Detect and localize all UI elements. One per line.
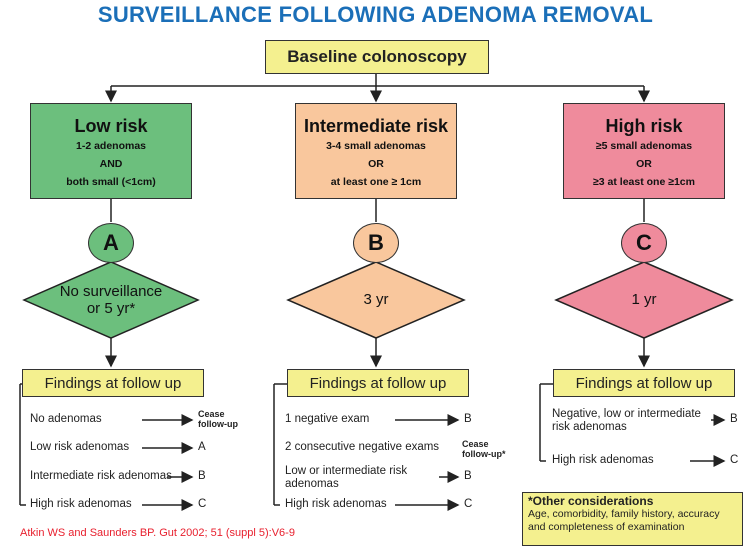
high-finding-1-line2: risk adenomas xyxy=(552,421,627,433)
other-considerations-heading: *Other considerations xyxy=(528,494,654,508)
int-finding-1-dest: B xyxy=(464,413,472,425)
high-finding-1: Negative, low or intermediate risk adeno… xyxy=(552,408,701,434)
high-risk-decision: 1 yr xyxy=(631,291,657,308)
low-finding-4-dest: C xyxy=(198,498,207,510)
int-finding-3: Low or intermediate risk adenomas xyxy=(285,465,407,491)
low-finding-2: Low risk adenomas xyxy=(30,441,130,453)
int-finding-2-dest-line1: Cease xyxy=(462,439,489,449)
high-finding-2: High risk adenomas xyxy=(552,454,654,466)
low-finding-1-dest: Cease follow-up xyxy=(198,409,238,429)
decision-diamond-intermediate xyxy=(286,261,466,339)
low-finding-1: No adenomas xyxy=(30,413,102,425)
int-finding-2-dest-line2: follow-up* xyxy=(462,449,506,459)
int-finding-2: 2 consecutive negative exams xyxy=(285,441,440,453)
low-risk-line2: AND xyxy=(99,158,123,170)
low-finding-1-dest-line1: Cease xyxy=(198,409,225,419)
intermediate-risk-decision: 3 yr xyxy=(363,291,389,308)
intermediate-risk-line1: 3-4 small adenomas xyxy=(326,140,426,152)
diagram-title: SURVEILLANCE FOLLOWING ADENOMA REMOVAL xyxy=(97,2,654,27)
high-risk-line2: OR xyxy=(636,158,652,170)
intermediate-risk-box: Intermediate risk 3-4 small adenomas OR … xyxy=(295,103,457,199)
low-findings-box: Findings at follow up xyxy=(22,369,204,397)
low-finding-4: High risk adenomas xyxy=(30,498,132,510)
int-finding-1: 1 negative exam xyxy=(285,413,370,425)
high-risk-line3: ≥3 at least one ≥1cm xyxy=(593,176,695,188)
int-finding-2-dest: Cease follow-up* xyxy=(462,439,506,459)
int-finding-3-dest: B xyxy=(464,470,472,482)
high-finding-1-dest: B xyxy=(730,413,738,425)
int-finding-3-line1: Low or intermediate risk xyxy=(285,465,408,477)
int-finding-4: High risk adenomas xyxy=(285,498,387,510)
int-finding-4-dest: C xyxy=(464,498,473,510)
low-risk-decision-line1: No surveillance xyxy=(59,283,163,300)
low-risk-line1: 1-2 adenomas xyxy=(75,140,147,152)
intermediate-findings-box: Findings at follow up xyxy=(287,369,469,397)
high-finding-1-line1: Negative, low or intermediate xyxy=(552,408,701,420)
high-risk-letter-circle: C xyxy=(621,223,667,263)
decision-diamond-low xyxy=(22,261,200,339)
other-considerations-line2: and completeness of examination xyxy=(528,521,685,533)
low-finding-3: Intermediate risk adenomas xyxy=(30,470,172,482)
high-finding-2-dest: C xyxy=(730,454,739,466)
low-risk-heading: Low risk xyxy=(74,116,148,136)
low-finding-3-dest: B xyxy=(198,470,206,482)
low-risk-letter-circle: A xyxy=(88,223,134,263)
intermediate-risk-letter-circle: B xyxy=(353,223,399,263)
high-risk-heading: High risk xyxy=(605,116,683,136)
low-risk-line3: both small (<1cm) xyxy=(66,176,156,188)
low-finding-1-dest-line2: follow-up xyxy=(198,419,238,429)
decision-diamond-high xyxy=(554,261,734,339)
citation: Atkin WS and Saunders BP. Gut 2002; 51 (… xyxy=(20,527,295,539)
other-considerations-box: *Other considerations Age, comorbidity, … xyxy=(522,492,743,546)
other-considerations-line1: Age, comorbidity, family history, accura… xyxy=(528,508,720,520)
intermediate-risk-line2: OR xyxy=(368,158,384,170)
high-risk-box: High risk ≥5 small adenomas OR ≥3 at lea… xyxy=(563,103,725,199)
high-findings-box: Findings at follow up xyxy=(553,369,735,397)
low-finding-2-dest: A xyxy=(198,441,206,453)
low-risk-box: Low risk 1-2 adenomas AND both small (<1… xyxy=(30,103,192,199)
low-risk-decision-line2: or 5 yr* xyxy=(86,300,136,317)
baseline-colonoscopy-box: Baseline colonoscopy xyxy=(265,40,489,74)
low-risk-decision: No surveillance or 5 yr* xyxy=(31,283,191,317)
intermediate-risk-line3: at least one ≥ 1cm xyxy=(330,176,422,188)
int-finding-3-line2: adenomas xyxy=(285,478,339,490)
high-risk-line1: ≥5 small adenomas xyxy=(595,140,693,152)
intermediate-risk-heading: Intermediate risk xyxy=(303,116,449,136)
